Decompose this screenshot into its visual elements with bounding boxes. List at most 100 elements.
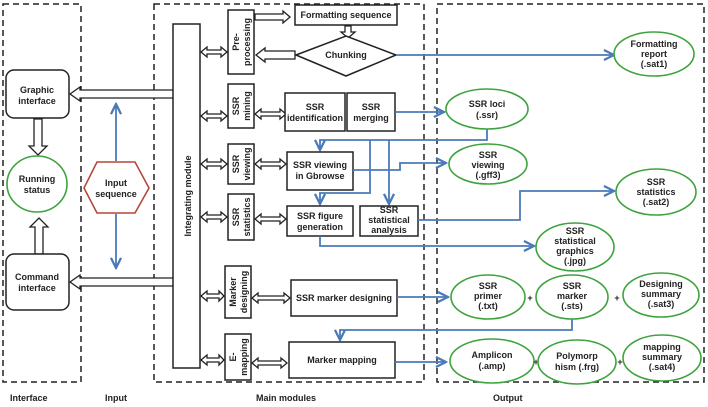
output-polymorphism: Polymorp hism (.frg) [537,339,617,385]
flow-figure-to-graphics [319,236,534,246]
step-ssr-figure-generation: SSR figure generation [286,205,354,237]
flow-gbrowse-to-viewing [353,163,446,171]
merging-label-1: SSR [362,102,381,112]
step-ssr-marker-designing: SSR marker designing [290,279,398,317]
primer-label-3: (.txt) [478,301,498,311]
ssr-viewing-label-1: SSR [479,150,498,160]
section-label-interface: Interface [10,393,48,403]
output-ssr-statistics: SSR statistics (.sat2) [615,168,697,216]
plus-sign: + [614,293,619,303]
chunking-label: Chunking [325,50,367,60]
graphic-interface-label-2: interface [18,96,56,106]
flow-loci-to-figure [320,140,371,204]
figure-label-1: SSR figure [297,211,343,221]
module-statistics-label-1: SSR [231,207,241,226]
module-emapping-label-2: mapping [239,338,249,376]
arrow-formatting-to-chunking [339,25,357,39]
input-sequence-node: Input sequence [83,161,150,214]
module-marker-label-1: Marker [228,277,238,307]
module-preprocessing-label-2: processing [242,18,252,66]
step-ssr-merging: SSR merging [346,92,396,132]
flow-marker-to-mapping [340,312,573,340]
output-amplicon: Amplicon (.amp) [449,338,535,384]
graphics-label-4: (.jpg) [564,256,586,266]
section-label-main-modules: Main modules [256,393,316,403]
command-interface-label-1: Command [15,272,59,282]
module-mining-label-2: mining [242,91,252,121]
designing-summary-label-1: Designing [639,279,683,289]
figure-label-2: generation [297,222,343,232]
module-statistics-label-2: statistics [242,197,252,236]
arrow-command-to-running [28,217,50,255]
formatting-report-label-1: Formatting [631,39,678,49]
step-marker-mapping: Marker mapping [288,341,396,379]
graphics-label-3: graphics [556,246,594,256]
amplicon-label-2: (.amp) [479,361,506,371]
flow-connectors [320,55,614,362]
step-ssr-viewing-gbrowse: SSR viewing in Gbrowse [286,151,354,191]
main-modules-section [153,3,425,383]
polymorphism-label-2: hism (.frg) [555,362,599,372]
formatting-report-label-2: report [641,49,667,59]
module-preprocessing: Pre- processing [227,9,255,75]
graphic-interface-box: Graphic interface [5,69,70,119]
output-mapping-summary: mapping summary (.sat4) [622,334,702,382]
identification-label-1: SSR [306,102,325,112]
step-formatting-sequence: Formatting sequence [294,4,398,26]
arrow-preprocessing-to-formatting [254,9,291,25]
flow-analysis-to-statistics [418,191,614,221]
output-ssr-loci: SSR loci (.ssr) [445,88,529,130]
module-ssr-viewing: SSR viewing [227,143,255,185]
analysis-label-3: analysis [371,225,407,235]
designing-summary-label-3: (.sat3) [648,299,675,309]
module-preprocessing-label-1: Pre- [231,33,241,51]
gbrowse-label-1: SSR viewing [293,160,347,170]
ssr-statistics-label-2: statistics [636,187,675,197]
marker-label-2: marker [557,291,588,301]
identification-label-2: identification [287,113,343,123]
plus-sign: + [617,357,622,367]
ssr-loci-label-1: SSR loci [469,99,506,109]
gbrowse-label-2: in Gbrowse [295,171,344,181]
formatting-sequence-label: Formatting sequence [300,10,391,20]
marker-label-1: SSR [563,281,582,291]
module-e-mapping: E- mapping [224,333,252,381]
marker-mapping-label: Marker mapping [307,355,377,365]
amplicon-label-1: Amplicon [471,350,512,360]
output-ssr-primer: SSR primer (.txt) [450,274,526,320]
plus-sign: + [533,357,538,367]
ssr-loci-label-2: (.ssr) [476,110,498,120]
marker-designing-label: SSR marker designing [296,293,392,303]
module-ssr-statistics: SSR statistics [227,193,255,241]
marker-label-3: (.sts) [561,301,583,311]
command-interface-label-2: interface [18,283,56,293]
output-formatting-report: Formatting report (.sat1) [613,31,695,77]
output-ssr-viewing: SSR viewing (.gff3) [448,143,528,185]
designing-summary-label-2: summary [641,289,681,299]
module-viewing-label-1: SSR [231,154,241,173]
module-viewing-label-2: viewing [242,147,252,180]
module-marker-label-2: designing [239,271,249,314]
formatting-report-label-3: (.sat1) [641,59,668,69]
polymorphism-label-1: Polymorp [556,351,598,361]
ssr-viewing-label-3: (.gff3) [476,170,501,180]
analysis-label-2: statistical [368,215,410,225]
mapping-summary-label-3: (.sat4) [649,362,676,372]
ssr-statistics-label-3: (.sat2) [643,197,670,207]
ssr-viewing-label-2: viewing [471,160,504,170]
output-section [436,3,705,383]
section-label-output: Output [493,393,523,403]
integrating-module-label: Integrating module [183,156,193,237]
double-arrows-integrating-modules [199,45,229,367]
flow-loci-to-gbrowse [320,128,488,150]
input-sequence-label-2: sequence [95,189,137,199]
step-ssr-statistical-analysis: SSR statistical analysis [359,205,419,237]
output-designing-summary: Designing summary (.sat3) [622,272,700,318]
command-interface-box: Command interface [5,253,70,311]
plus-sign: + [527,293,532,303]
graphic-interface-label-1: Graphic [20,85,54,95]
interface-section [2,3,82,383]
input-sequence-label-1: Input [105,178,127,188]
merging-label-2: merging [353,113,389,123]
section-label-input: Input [105,393,127,403]
